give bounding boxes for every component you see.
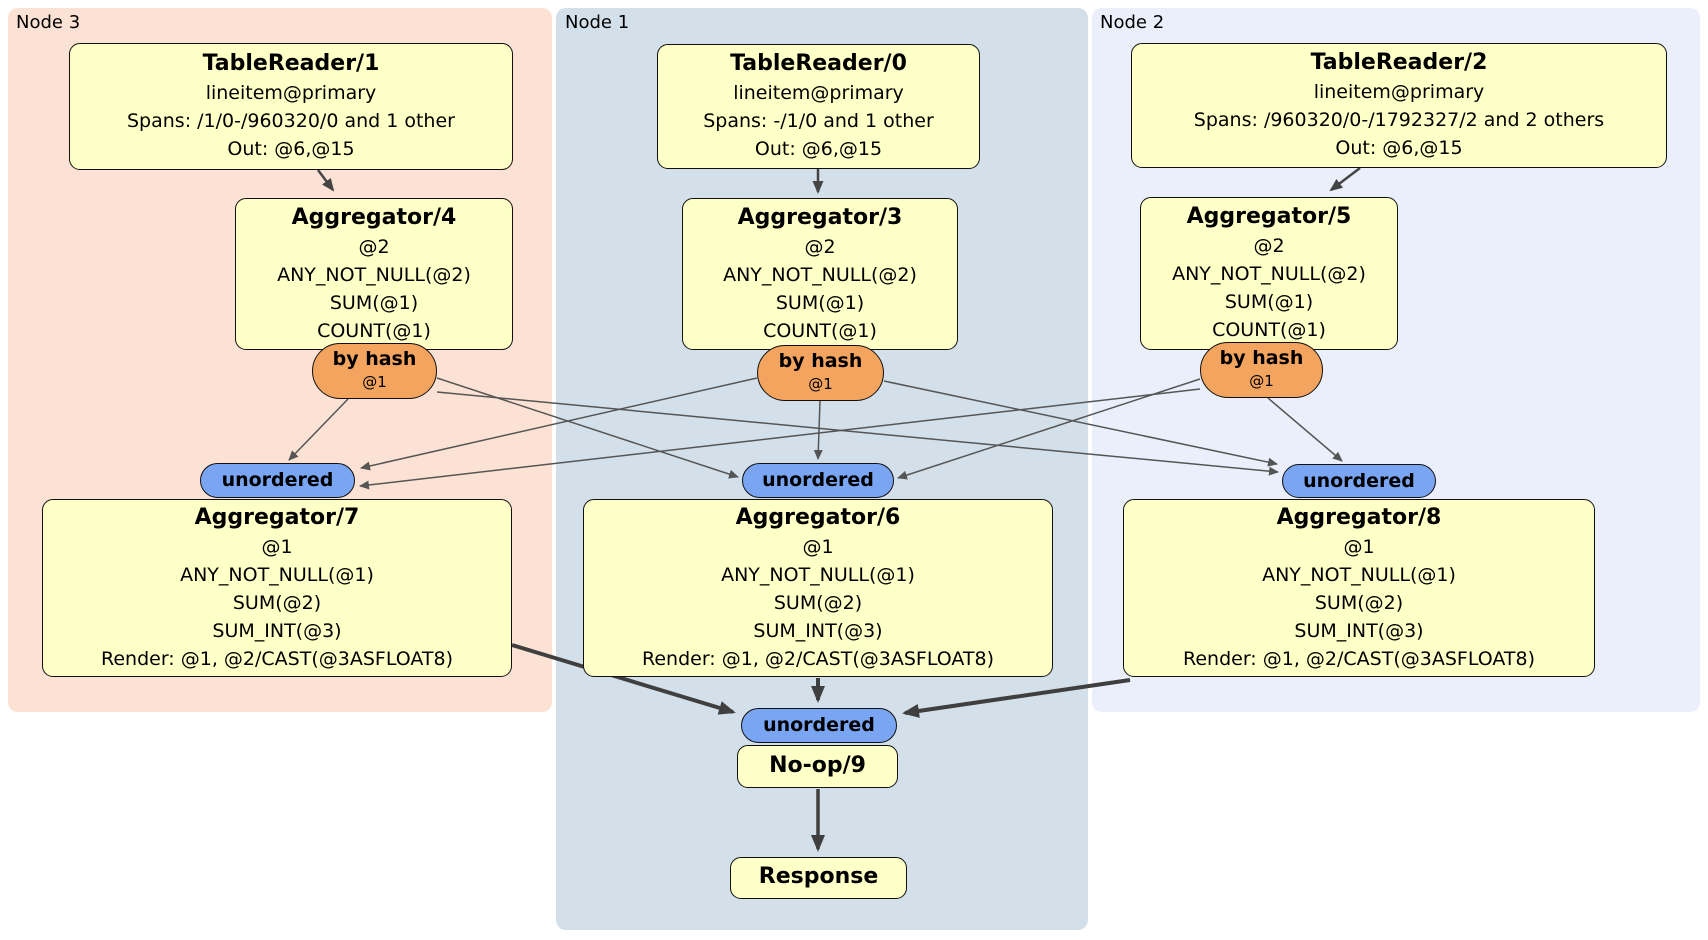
edge-hash3-un1: [436, 377, 739, 479]
tablereader-1-title: TableReader/1: [202, 51, 380, 76]
hash-router-node1: by hash @1: [757, 345, 884, 401]
tablereader-1-index: lineitem@primary: [205, 82, 377, 104]
hash-router-node3: by hash @1: [312, 343, 437, 399]
response-box: Response: [730, 857, 907, 899]
tablereader-0-spans: Spans: -/1/0 and 1 other: [703, 110, 934, 132]
edge-hash1-un1: [813, 400, 823, 460]
edge-hash2-un1: [897, 378, 1201, 480]
aggregator-7-box: Aggregator/7 @1 ANY_NOT_NULL(@1) SUM(@2)…: [42, 499, 512, 677]
edge-hash3-un2: [436, 391, 1279, 476]
edge-agg8-unb: [902, 678, 1131, 718]
aggregator-5-title: Aggregator/5: [1186, 204, 1352, 229]
edge-hash1-un3: [360, 377, 758, 471]
hash-router-node2-label: by hash: [1219, 347, 1304, 369]
aggregator-6-group: @1: [802, 536, 834, 558]
tablereader-0-box: TableReader/0 lineitem@primary Spans: -/…: [657, 44, 980, 169]
aggregator-5-fn3: COUNT(@1): [1212, 319, 1326, 341]
aggregator-8-box: Aggregator/8 @1 ANY_NOT_NULL(@1) SUM(@2)…: [1123, 499, 1595, 677]
aggregator-6-fn1: ANY_NOT_NULL(@1): [721, 564, 915, 586]
aggregator-8-fn2: SUM(@2): [1314, 592, 1404, 614]
aggregator-5-fn1: ANY_NOT_NULL(@2): [1172, 263, 1366, 285]
aggregator-8-fn1: ANY_NOT_NULL(@1): [1262, 564, 1456, 586]
tablereader-1-box: TableReader/1 lineitem@primary Spans: /1…: [69, 43, 513, 170]
tablereader-2-box: TableReader/2 lineitem@primary Spans: /9…: [1131, 43, 1667, 168]
edge-tr1-agg4: [317, 169, 335, 192]
hash-router-node3-label: by hash: [332, 348, 417, 370]
edge-hash3-un3: [288, 398, 349, 461]
unordered-stream-node1: unordered: [742, 463, 894, 498]
edge-hash2-un3: [359, 388, 1201, 490]
noop-9-title: No-op/9: [769, 753, 866, 778]
edge-agg7-unb: [511, 643, 736, 715]
edge-hash1-un2: [883, 380, 1278, 467]
aggregator-8-group: @1: [1343, 536, 1375, 558]
aggregator-7-fn2: SUM(@2): [232, 592, 322, 614]
aggregator-7-group: @1: [261, 536, 293, 558]
aggregator-6-fn2: SUM(@2): [773, 592, 863, 614]
tablereader-2-title: TableReader/2: [1310, 50, 1488, 75]
tablereader-2-index: lineitem@primary: [1313, 81, 1485, 103]
aggregator-3-fn3: COUNT(@1): [763, 320, 877, 342]
aggregator-3-title: Aggregator/3: [737, 205, 903, 230]
aggregator-6-render: Render: @1, @2/CAST(@3ASFLOAT8): [642, 648, 994, 670]
unordered-stream-node3: unordered: [200, 463, 355, 498]
aggregator-7-title: Aggregator/7: [194, 505, 360, 530]
aggregator-7-fn3: SUM_INT(@3): [212, 620, 342, 642]
aggregator-4-fn2: SUM(@1): [329, 292, 419, 314]
aggregator-4-group: @2: [358, 236, 390, 258]
aggregator-5-box: Aggregator/5 @2 ANY_NOT_NULL(@2) SUM(@1)…: [1140, 197, 1398, 350]
aggregator-3-fn2: SUM(@1): [775, 292, 865, 314]
aggregator-3-group: @2: [804, 236, 836, 258]
hash-router-node3-column: @1: [362, 373, 387, 391]
edge-hash2-un2: [1267, 397, 1343, 462]
node1-label: Node 1: [565, 12, 630, 33]
tablereader-1-spans: Spans: /1/0-/960320/0 and 1 other: [127, 110, 455, 132]
node3-label: Node 3: [16, 12, 81, 33]
aggregator-3-box: Aggregator/3 @2 ANY_NOT_NULL(@2) SUM(@1)…: [682, 198, 958, 350]
aggregator-8-fn3: SUM_INT(@3): [1294, 620, 1424, 642]
aggregator-6-box: Aggregator/6 @1 ANY_NOT_NULL(@1) SUM(@2)…: [583, 499, 1053, 677]
aggregator-5-fn2: SUM(@1): [1224, 291, 1314, 313]
aggregator-4-fn3: COUNT(@1): [317, 320, 431, 342]
hash-router-node1-label: by hash: [778, 350, 863, 372]
aggregator-7-fn1: ANY_NOT_NULL(@1): [180, 564, 374, 586]
aggregator-8-title: Aggregator/8: [1276, 505, 1442, 530]
response-title: Response: [758, 864, 879, 889]
unordered-stream-final: unordered: [741, 708, 897, 743]
unordered-stream-node2: unordered: [1282, 464, 1436, 498]
aggregator-4-box: Aggregator/4 @2 ANY_NOT_NULL(@2) SUM(@1)…: [235, 198, 513, 350]
aggregator-4-fn1: ANY_NOT_NULL(@2): [277, 264, 471, 286]
hash-router-node1-column: @1: [808, 375, 833, 393]
noop-9-box: No-op/9: [737, 745, 898, 788]
tablereader-0-index: lineitem@primary: [733, 82, 904, 104]
tablereader-1-out: Out: @6,@15: [227, 138, 355, 160]
hash-router-node2-column: @1: [1249, 372, 1274, 390]
tablereader-0-out: Out: @6,@15: [754, 138, 883, 160]
aggregator-6-fn3: SUM_INT(@3): [753, 620, 883, 642]
tablereader-0-title: TableReader/0: [730, 51, 907, 76]
tablereader-2-spans: Spans: /960320/0-/1792327/2 and 2 others: [1193, 109, 1605, 131]
aggregator-3-fn1: ANY_NOT_NULL(@2): [723, 264, 917, 286]
aggregator-7-render: Render: @1, @2/CAST(@3ASFLOAT8): [101, 648, 453, 670]
aggregator-6-title: Aggregator/6: [735, 505, 901, 530]
hash-router-node2: by hash @1: [1200, 342, 1323, 398]
aggregator-5-group: @2: [1253, 235, 1285, 257]
aggregator-8-render: Render: @1, @2/CAST(@3ASFLOAT8): [1183, 648, 1535, 670]
aggregator-4-title: Aggregator/4: [291, 205, 457, 230]
tablereader-2-out: Out: @6,@15: [1335, 137, 1463, 159]
edge-tr2-agg5: [1329, 167, 1361, 192]
node2-label: Node 2: [1100, 12, 1165, 33]
